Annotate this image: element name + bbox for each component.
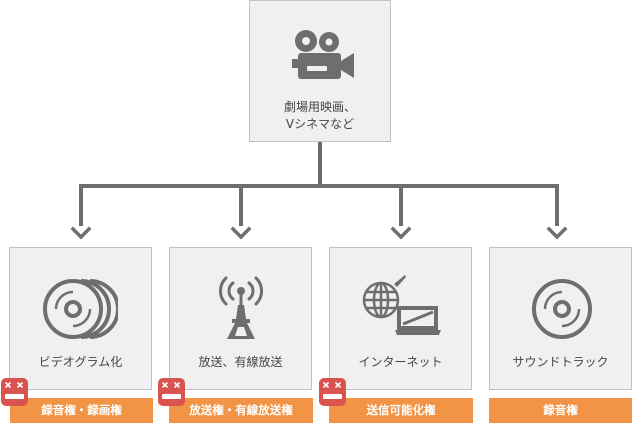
internet-box: インターネット (329, 247, 472, 390)
videogram-box: ビデオグラム化 (9, 247, 152, 390)
soundtrack-box: サウンドトラック (489, 247, 632, 390)
internet-laptop-icon (362, 275, 441, 335)
internet-label: インターネット (358, 355, 443, 369)
arrow-down-icon (390, 226, 412, 240)
source-media-box: 劇場用映画、 Vシネマなど (249, 0, 391, 142)
rights-label-internet: 送信可能化権 (329, 398, 473, 423)
arrow-down-icon (546, 226, 568, 240)
arrow-down-icon (230, 226, 252, 240)
rights-label-soundtrack: 録音権 (489, 398, 632, 423)
soundtrack-label: サウンドトラック (512, 355, 609, 369)
source-media-label: 劇場用映画、 Vシネマなど (283, 100, 356, 131)
broadcast-label: 放送、有線放送 (198, 355, 283, 369)
arrow-down-icon (70, 226, 92, 240)
disc-icon (532, 279, 592, 339)
videogram-label: ビデオグラム化 (38, 355, 123, 369)
rights-label-videogram: 録音権・録画権 (10, 398, 153, 423)
discs-icon (43, 279, 118, 339)
broadcast-box: 放送、有線放送 (169, 247, 312, 390)
ng-face-icon (158, 378, 185, 406)
ng-face-icon (1, 378, 28, 406)
broadcast-tower-icon (219, 276, 263, 339)
rights-label-broadcast: 放送権・有線放送権 (169, 398, 313, 423)
movie-camera-icon (292, 30, 354, 79)
ng-face-icon (319, 378, 346, 406)
